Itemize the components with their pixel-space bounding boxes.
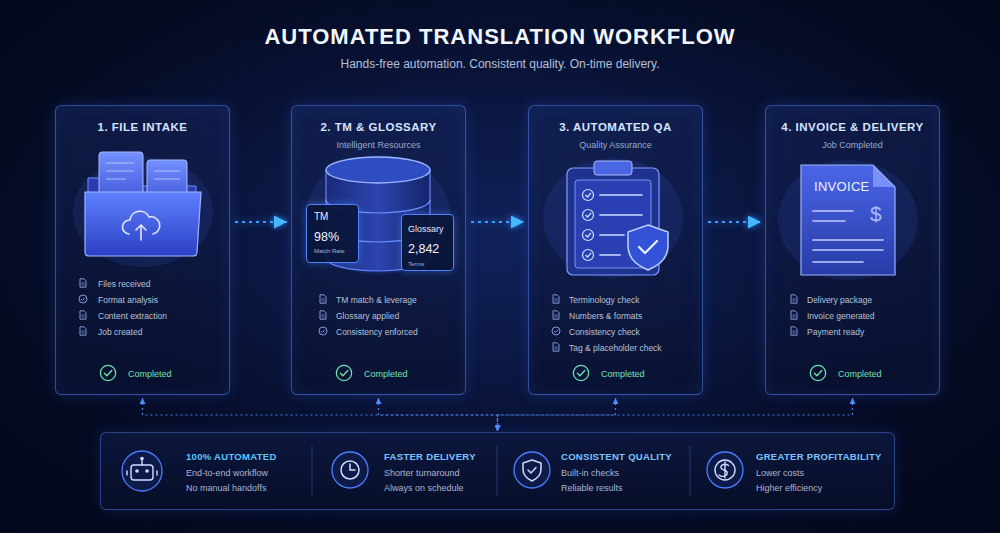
status-label: Completed	[601, 368, 645, 380]
flow-arrow	[235, 221, 287, 223]
step-heading: 2. TM & GLOSSARY	[292, 120, 465, 134]
benefit-text: Reliable results	[561, 482, 623, 494]
status-label: Completed	[838, 368, 882, 380]
benefit-text: Always on schedule	[384, 482, 464, 494]
step-item: Invoice generated	[807, 310, 875, 322]
status-label: Completed	[128, 368, 172, 380]
benefit-text: End-to-end workflow	[186, 467, 268, 479]
flow-arrow	[471, 221, 524, 223]
step-item: Numbers & formats	[569, 310, 642, 322]
resource-unit: Terms	[408, 260, 424, 268]
step-item: Payment ready	[807, 326, 864, 338]
invoice-heading: INVOICE	[814, 179, 870, 194]
step-heading: 4. INVOICE & DELIVERY	[766, 120, 939, 134]
process-card: 4. INVOICE & DELIVERY Job CompletedDelive…	[765, 105, 940, 395]
benefits-band: 100% AUTOMATED End-to-end workflow No manu…	[100, 432, 895, 510]
benefit-title: CONSISTENT QUALITY	[561, 451, 672, 463]
step-item: Job created	[98, 326, 142, 338]
step-item: Tag & placeholder check	[569, 342, 662, 354]
subtitle: Hands-free automation. Consistent qualit…	[0, 57, 1000, 71]
benefit-text: Shorter turnaround	[384, 467, 460, 479]
step-item: Consistency check	[569, 326, 640, 338]
step-item: Glossary applied	[336, 310, 399, 322]
dotted-connector	[143, 398, 498, 431]
benefit-text: No manual handoffs	[186, 482, 266, 494]
step-item: Files received	[98, 278, 150, 290]
benefit-text: Lower costs	[756, 467, 804, 479]
step-item: Content extraction	[98, 310, 167, 322]
step-subtitle: Job Completed	[766, 139, 939, 151]
flow-arrow	[708, 221, 761, 223]
resource-name: Glossary	[408, 223, 444, 235]
diagram-title: AUTOMATED TRANSLATION WORKFLOW	[0, 24, 1000, 50]
status-label: Completed	[364, 368, 408, 380]
step-item: Consistency enforced	[336, 326, 418, 338]
benefit-text: Built-in checks	[561, 467, 619, 479]
resource-name: TM	[314, 211, 328, 223]
resource-unit: Match Rate	[314, 247, 345, 255]
step-item: Delivery package	[807, 294, 872, 306]
resource-box: Glossary 2,842Terms	[401, 214, 454, 271]
benefit-title: 100% AUTOMATED	[186, 451, 277, 463]
process-card: 3. AUTOMATED QA Quality AssuranceTerminol…	[528, 105, 703, 395]
benefit-title: FASTER DELIVERY	[384, 451, 476, 463]
benefit-text: Higher efficiency	[756, 482, 822, 494]
step-item: TM match & leverage	[336, 294, 417, 306]
step-subtitle: Intelligent Resources	[292, 139, 465, 151]
step-subtitle: Quality Assurance	[529, 139, 702, 151]
dotted-connector	[379, 398, 498, 431]
step-item: Format analysis	[98, 294, 158, 306]
step-heading: 1. FILE INTAKE	[56, 120, 229, 134]
dotted-connector	[498, 398, 853, 431]
dotted-connector	[498, 398, 616, 431]
resource-box: TM 98% Match Rate	[306, 204, 359, 263]
step-item: Terminology check	[569, 294, 639, 306]
resource-value: 2,842	[408, 242, 439, 256]
currency-symbol: $	[870, 202, 882, 226]
process-card: 2. TM & GLOSSARY Intelligent Resources TM …	[291, 105, 466, 395]
resource-value: 98%	[314, 230, 339, 244]
benefit-title: GREATER PROFITABILITY	[756, 451, 882, 463]
process-card: 1. FILE INTAKE Files receivedFormat analy…	[55, 105, 230, 395]
step-heading: 3. AUTOMATED QA	[529, 120, 702, 134]
